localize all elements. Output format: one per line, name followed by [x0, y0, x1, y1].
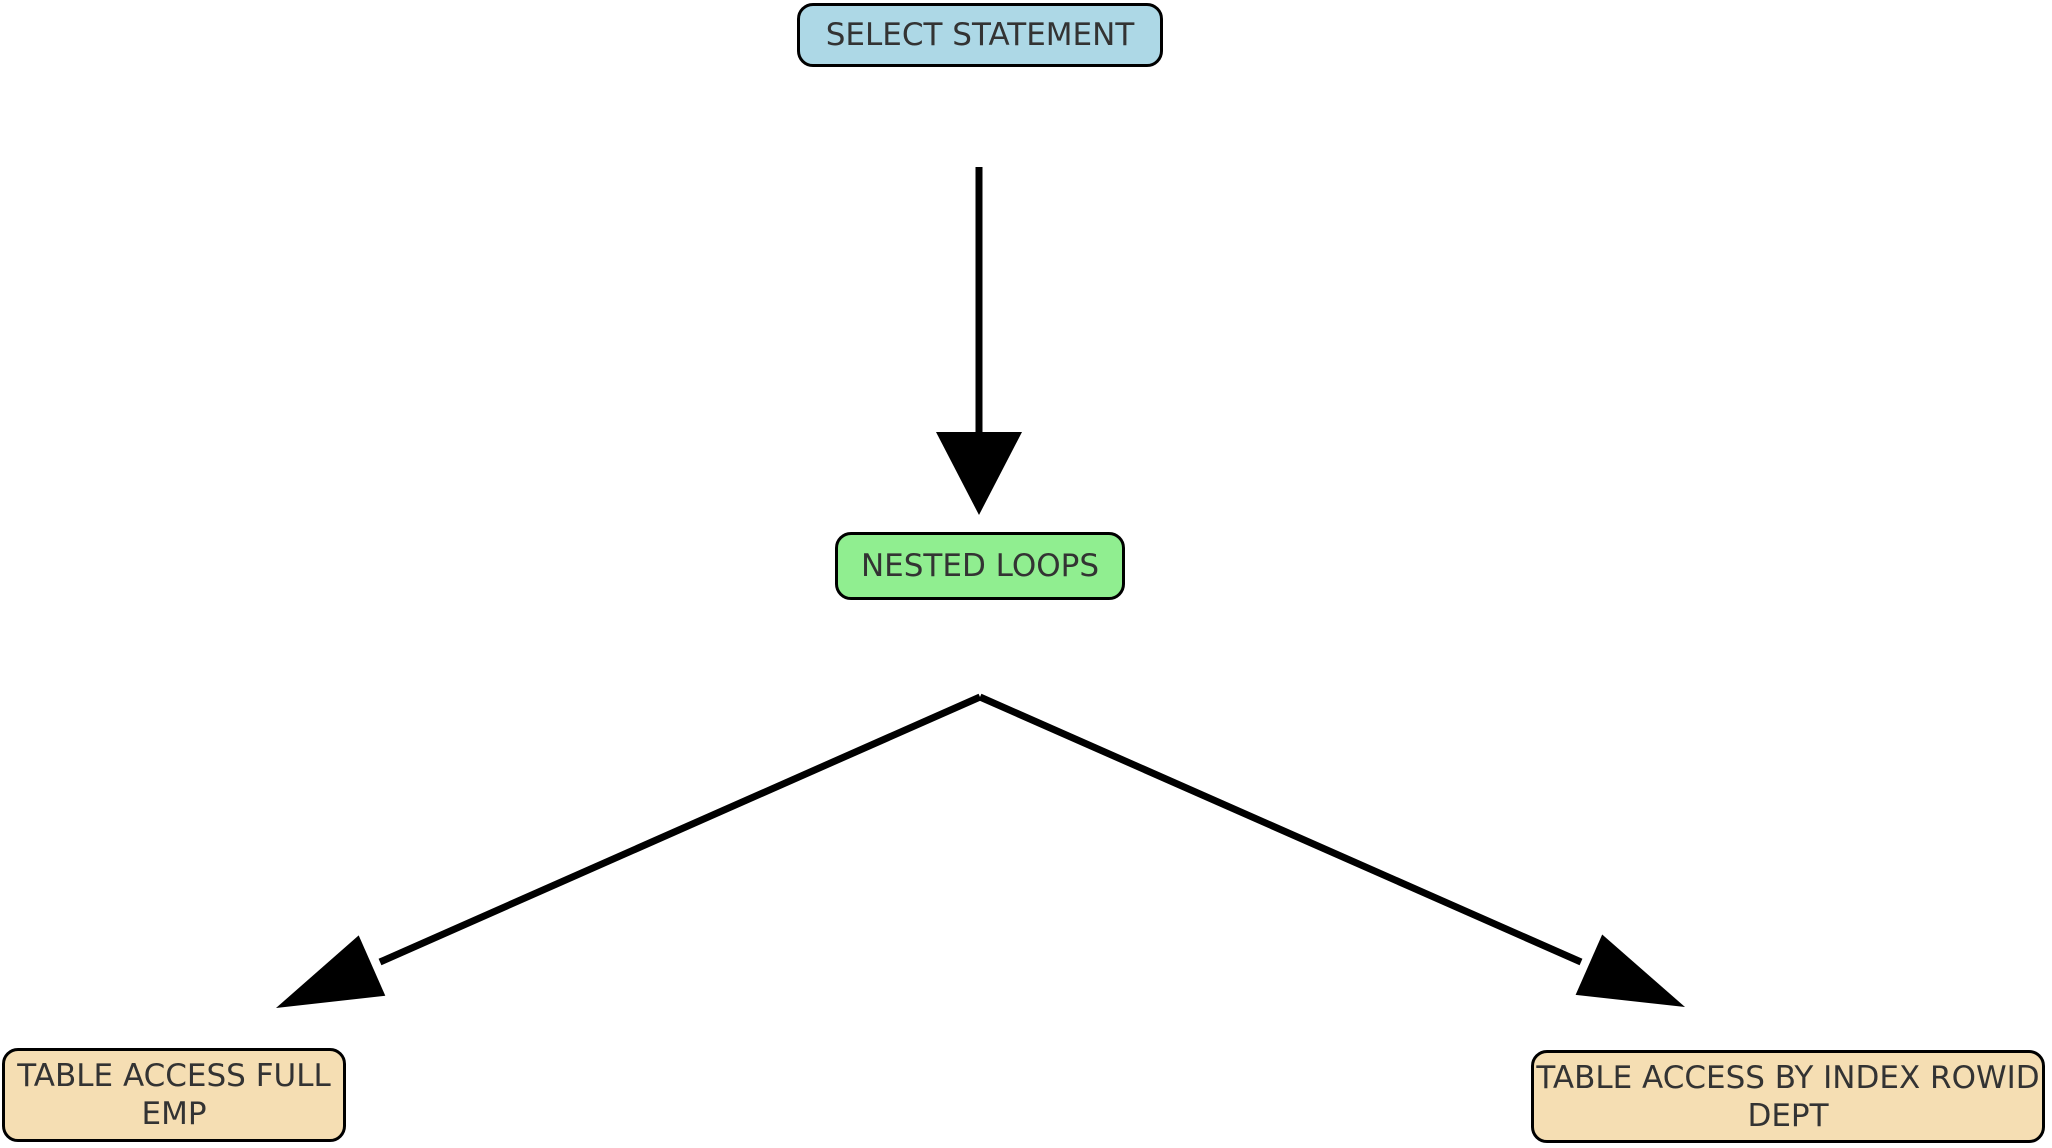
node-select-statement: SELECT STATEMENT: [797, 3, 1163, 67]
edge-nested-to-dept-line: [978, 693, 1583, 966]
node-table-access-by-index-rowid-dept: TABLE ACCESS BY INDEX ROWID DEPT: [1531, 1050, 2045, 1143]
node-table-access-full-emp-label-line1: TABLE ACCESS FULL: [17, 1058, 331, 1094]
edge-nested-to-dept: [978, 693, 1685, 1007]
node-nested-loops: NESTED LOOPS: [835, 532, 1125, 600]
edge-nested-to-emp-line: [378, 693, 982, 966]
node-nested-loops-label: NESTED LOOPS: [860, 548, 1100, 584]
edge-nested-to-emp: [276, 693, 982, 1008]
node-table-access-by-index-rowid-dept-label-line2: DEPT: [1747, 1097, 1829, 1134]
node-select-statement-label: SELECT STATEMENT: [825, 17, 1135, 53]
node-table-access-by-index-rowid-dept-label-line1: TABLE ACCESS BY INDEX ROWID: [1536, 1059, 2040, 1096]
node-table-access-full-emp-label-line2: EMP: [141, 1096, 207, 1132]
node-table-access-full-emp: TABLE ACCESS FULL EMP: [2, 1048, 346, 1142]
edge-nested-to-emp-arrowhead-icon: [276, 935, 386, 1008]
edge-nested-to-dept-arrowhead-icon: [1575, 934, 1685, 1007]
edge-select-to-nested-arrowhead-icon: [936, 432, 1022, 515]
edge-select-to-nested: [936, 167, 1022, 515]
